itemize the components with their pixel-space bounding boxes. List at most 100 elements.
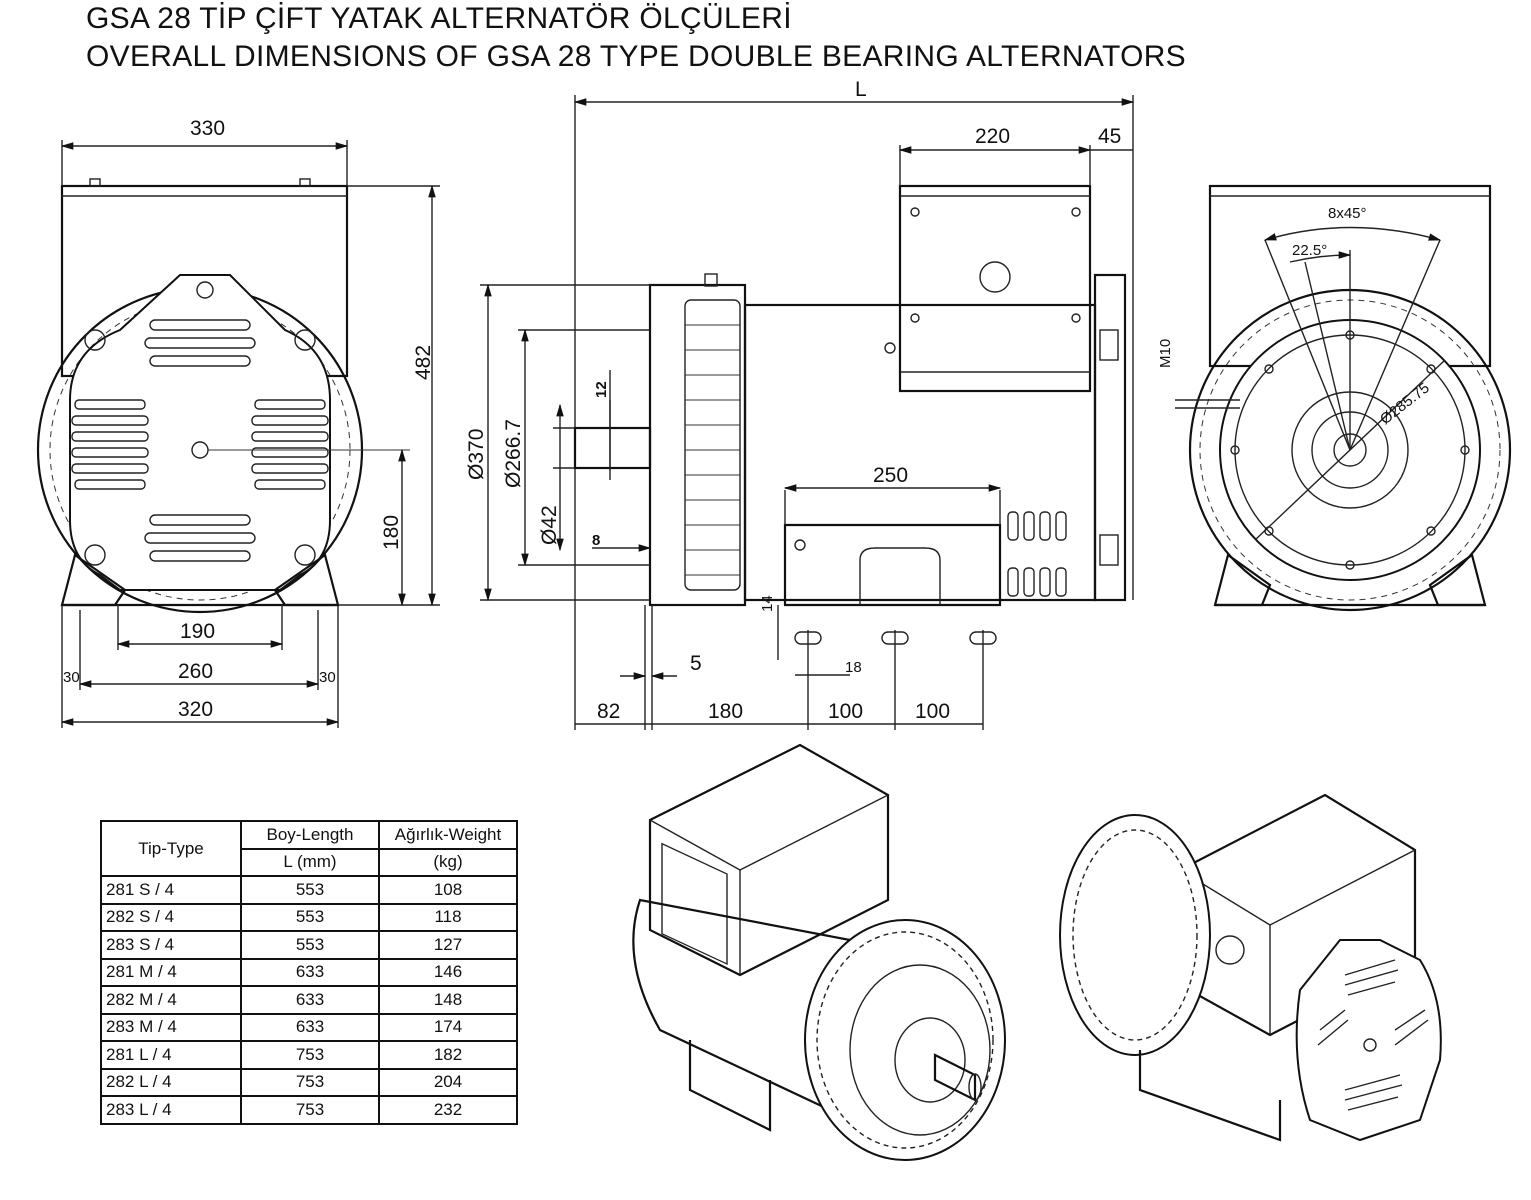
cell-weight: 182 [378, 1040, 518, 1070]
header-weight: Ağırlık-Weight [378, 820, 518, 850]
isometric-view-non-drive-end [1059, 793, 1442, 1142]
cell-type: 283 S / 4 [100, 930, 242, 960]
cell-weight: 174 [378, 1012, 518, 1042]
side-foot [783, 523, 1002, 607]
header-length-unit: L (mm) [240, 847, 380, 877]
rear-fins [1007, 511, 1067, 597]
cell-weight: 146 [378, 957, 518, 987]
cell-length: 753 [240, 1067, 380, 1097]
dim-height: 482 [412, 345, 435, 380]
flange-fins [684, 299, 741, 591]
dimension-table: Tip-Type Boy-Length Ağırlık-Weight L (mm… [100, 820, 518, 1125]
vent-grille-right [251, 399, 329, 490]
vent-grille-top [144, 319, 256, 367]
dim-foot-margin-left: 30 [63, 669, 80, 686]
cell-length: 753 [240, 1040, 380, 1070]
cell-length: 553 [240, 875, 380, 905]
side-flange [648, 283, 747, 607]
dim-flange-diameter: Ø370 [465, 429, 488, 480]
rear-foot-right [1428, 553, 1487, 607]
foot-hole-3 [969, 631, 997, 645]
dim-key-width: 12 [593, 381, 610, 398]
isometric-view-drive-end [632, 743, 1006, 1161]
rear-view: 8x45° 22.5° Ø285.75 M10 [1157, 184, 1512, 612]
side-view: L 220 45 [465, 78, 1135, 730]
cell-length: 553 [240, 930, 380, 960]
foot-hole-1 [794, 631, 822, 645]
cell-weight: 148 [378, 985, 518, 1015]
cell-type: 283 M / 4 [100, 1012, 242, 1042]
cell-type: 281 L / 4 [100, 1040, 242, 1070]
title-english: OVERALL DIMENSIONS OF GSA 28 TYPE DOUBLE… [86, 40, 1186, 73]
iso-frame [632, 898, 852, 1112]
iso-foot [688, 1040, 772, 1132]
dim-shaft-length: 82 [597, 700, 620, 723]
side-frame [743, 303, 1097, 602]
cell-length: 753 [240, 1095, 380, 1125]
vent-grille-bottom [144, 514, 256, 562]
dim-hole-pattern: 8x45° [1328, 205, 1367, 222]
cell-length: 553 [240, 902, 380, 932]
rear-end-plate [1093, 273, 1127, 602]
iso-terminal-box [648, 743, 890, 977]
side-terminal-box [898, 184, 1092, 393]
cell-weight: 204 [378, 1067, 518, 1097]
iso2-foot [1138, 1050, 1282, 1142]
foot-hole-2 [881, 631, 909, 645]
dim-foot-hole-offset: 14 [759, 595, 776, 612]
dim-hole-pitch-1: 100 [828, 700, 863, 723]
dim-key-depth: 8 [592, 532, 600, 549]
header-weight-unit: (kg) [378, 847, 518, 877]
end-shield [69, 274, 331, 591]
iso2-fan-cover [1059, 814, 1211, 1056]
iso2-vents [1317, 959, 1429, 1111]
dim-terminal-box-width: 220 [975, 125, 1010, 148]
cell-type: 282 S / 4 [100, 902, 242, 932]
dim-foot-hole-width: 18 [845, 659, 862, 676]
dim-angle: 22.5° [1292, 242, 1327, 259]
dim-foot-length: 250 [873, 464, 908, 487]
dim-foot-inner: 190 [180, 620, 215, 643]
dim-flange-offset: 5 [690, 652, 702, 675]
front-view: 330 482 180 190 260 30 30 320 [36, 117, 440, 728]
iso-flange [804, 919, 1006, 1161]
cell-length: 633 [240, 957, 380, 987]
cell-type: 282 M / 4 [100, 985, 242, 1015]
dim-foot-span: 260 [178, 660, 213, 683]
cell-length: 633 [240, 985, 380, 1015]
header-length: Boy-Length [240, 820, 380, 850]
dim-hole-pitch-2: 100 [915, 700, 950, 723]
dim-thread: M10 [1157, 339, 1174, 368]
cell-weight: 127 [378, 930, 518, 960]
dim-spigot-diameter: Ø266.7 [502, 419, 525, 488]
cell-weight: 232 [378, 1095, 518, 1125]
cell-type: 281 M / 4 [100, 957, 242, 987]
dim-width-top: 330 [190, 117, 225, 140]
iso2-end-shield [1295, 939, 1442, 1142]
cell-type: 281 S / 4 [100, 875, 242, 905]
header-type: Tip-Type [100, 820, 242, 877]
cell-type: 282 L / 4 [100, 1067, 242, 1097]
dim-terminal-box-offset: 45 [1098, 125, 1121, 148]
dim-shaft-diameter: Ø42 [538, 505, 561, 545]
dim-foot-margin-right: 30 [319, 669, 336, 686]
cell-weight: 118 [378, 902, 518, 932]
cell-weight: 108 [378, 875, 518, 905]
dim-length: L [855, 78, 867, 101]
rear-foot-left [1213, 553, 1272, 607]
shaft [573, 426, 652, 470]
dim-to-first-hole: 180 [708, 700, 743, 723]
title-turkish: GSA 28 TİP ÇİFT YATAK ALTERNATÖR ÖLÇÜLER… [86, 2, 792, 35]
dim-base-width: 320 [178, 698, 213, 721]
cell-length: 633 [240, 1012, 380, 1042]
